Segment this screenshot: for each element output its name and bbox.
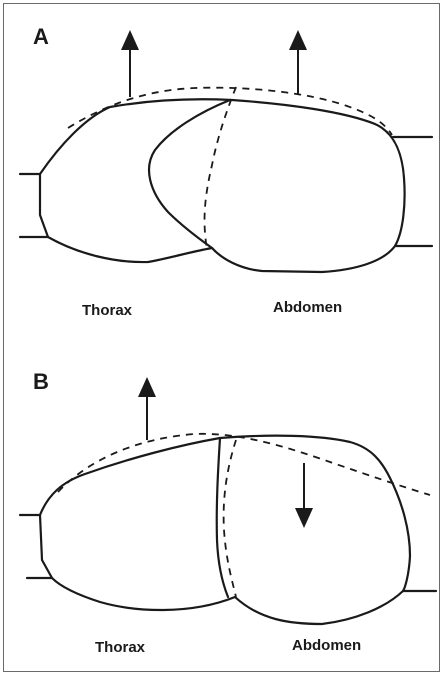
up-arrow-icon [121,30,139,97]
panel-b-body-outline [40,436,410,624]
up-arrow-icon [289,30,307,95]
panel-a-abdomen-label: Abdomen [273,299,342,316]
panel-b-diaphragm-solid [217,438,228,597]
panel-a-diaphragm-dashed [205,87,236,249]
panel-b-abdomen-label: Abdomen [292,637,361,654]
panel-b: B Thorax Abdomen [20,369,436,656]
up-arrow-icon [138,377,156,440]
panel-a-abdomen-boundary [149,100,230,248]
panel-a-expanded-outline [68,88,392,135]
panel-a-letter: A [33,24,49,49]
panel-b-thorax-label: Thorax [95,639,146,656]
panel-b-letter: B [33,369,49,394]
down-arrow-icon [295,463,313,528]
panel-b-diaphragm-dashed [224,440,236,597]
panel-a: A Thorax Abdomen [20,24,432,319]
panel-a-thorax-label: Thorax [82,302,133,319]
